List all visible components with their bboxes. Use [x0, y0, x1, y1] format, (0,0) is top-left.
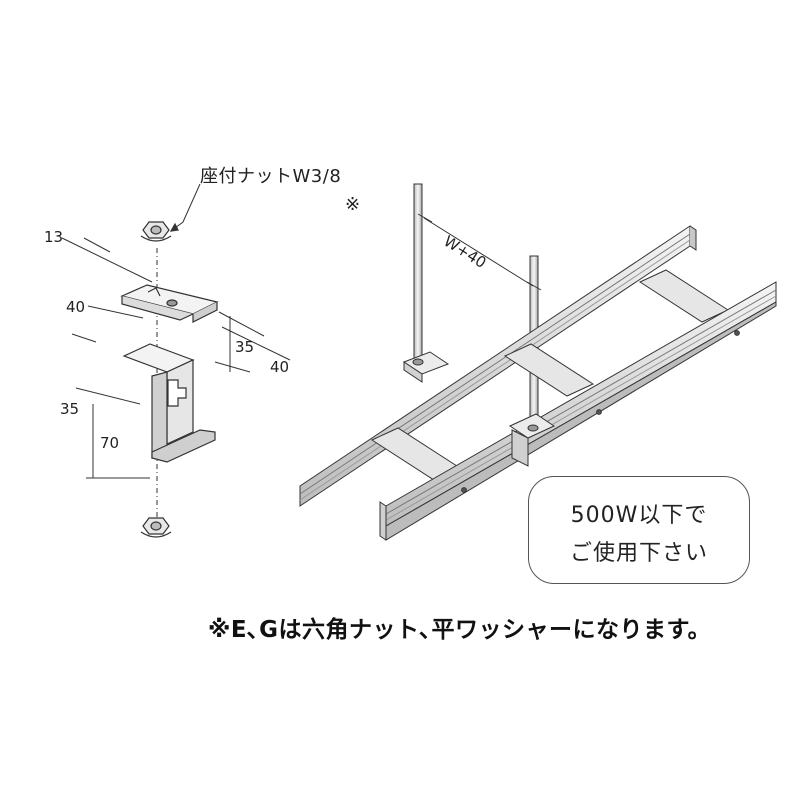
- dim-70-label: 70: [100, 434, 120, 452]
- dim-40-right-label: 40: [270, 358, 290, 376]
- dimension-lines: [61, 237, 291, 479]
- footer-note: ※E､Gは六角ナット､平ワッシャーになります。: [208, 617, 712, 643]
- dim-35-right-label: 35: [235, 338, 255, 356]
- hanger-assembly: [61, 183, 291, 538]
- hanging-rod-left: [413, 183, 423, 367]
- usage-note-box: 500W以下で ご使用下さい: [528, 476, 750, 584]
- seat-nut-mark: ※: [345, 194, 361, 215]
- usage-note-line-2: ご使用下さい: [569, 541, 708, 566]
- hanger-clamp-left: [402, 351, 450, 383]
- l-hanger-bracket: [122, 343, 216, 463]
- hanger-clamp-right: [508, 413, 556, 467]
- usage-note-line-1: 500W以下で: [570, 503, 708, 528]
- rail-bolts: [461, 330, 740, 493]
- ladder-rungs: [370, 269, 730, 481]
- dim-13-label: 13: [44, 228, 64, 246]
- seat-nut-label: 座付ナットW3/8: [200, 166, 342, 187]
- seat-nut-bottom: [140, 517, 172, 538]
- dim-35-lower-label: 35: [60, 400, 80, 418]
- seat-nut-top: [140, 221, 172, 242]
- cable-ladder-assembly: [299, 183, 777, 541]
- bracket-plate: [120, 284, 219, 323]
- dim-40-upper-label: 40: [66, 298, 86, 316]
